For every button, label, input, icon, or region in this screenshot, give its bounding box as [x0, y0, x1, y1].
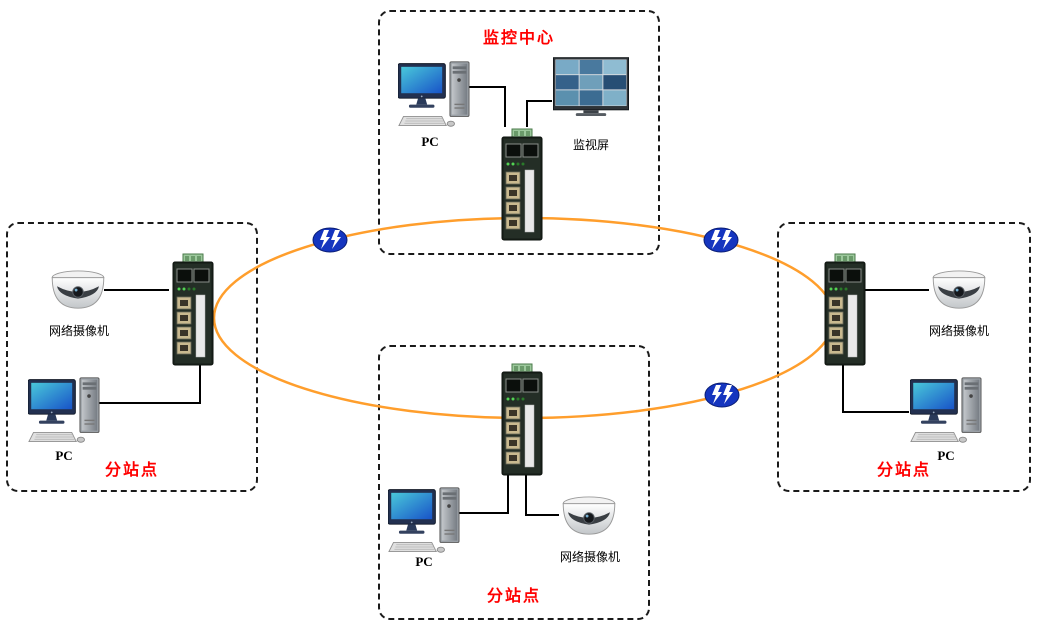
fiber-lightning-icon	[704, 382, 740, 408]
fiber-lightning-icon	[312, 227, 348, 253]
desktop-pc-icon	[398, 60, 480, 131]
group-substation-bottom: PC 网络摄像机 分站点	[378, 345, 650, 620]
pc-label: PC	[415, 554, 433, 569]
desktop-pc-icon	[28, 376, 110, 447]
pc-label: PC	[937, 448, 955, 463]
dome-camera-icon	[930, 270, 988, 312]
substation-title: 分站点	[104, 460, 159, 479]
camera-label: 网络摄像机	[928, 324, 989, 338]
industrial-ethernet-switch-icon	[499, 363, 545, 477]
desktop-pc-icon	[910, 376, 992, 447]
fiber-lightning-icon	[703, 227, 739, 253]
desktop-pc-icon	[388, 486, 470, 557]
group-substation-left: 网络摄像机 PC 分站点	[6, 222, 258, 492]
substation-title: 分站点	[876, 460, 931, 479]
industrial-ethernet-switch-icon	[822, 253, 868, 367]
dome-camera-icon	[560, 496, 618, 538]
video-wall-icon	[553, 57, 629, 118]
video-wall-label: 监视屏	[572, 138, 609, 152]
industrial-ethernet-switch-icon	[499, 128, 545, 242]
dome-camera-icon	[49, 270, 107, 312]
camera-label: 网络摄像机	[559, 550, 620, 564]
monitoring-center-title: 监控中心	[482, 28, 555, 47]
group-substation-right: 网络摄像机 PC 分站点	[777, 222, 1031, 492]
pc-label: PC	[55, 448, 73, 463]
industrial-ethernet-switch-icon	[170, 253, 216, 367]
substation-title: 分站点	[486, 586, 541, 605]
camera-label: 网络摄像机	[48, 324, 109, 338]
pc-label: PC	[421, 134, 439, 149]
group-monitoring-center: 监控中心 PC 监视屏	[378, 10, 660, 255]
